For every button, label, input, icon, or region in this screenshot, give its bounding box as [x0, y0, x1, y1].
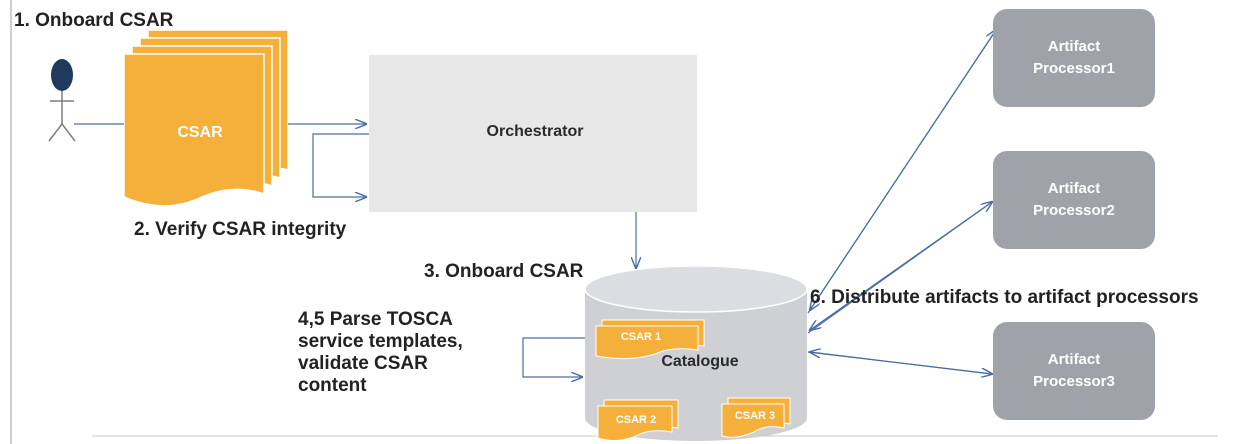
csar-document-icon: [123, 29, 289, 207]
artifact-processor-1-line: Artifact: [1047, 38, 1101, 55]
csar-2-label: CSAR 2: [615, 414, 657, 426]
artifact-processor-1: Artifact Processor1: [993, 9, 1155, 107]
step-4-5-line: validate CSAR: [298, 353, 428, 374]
artifact-processor-3: Artifact Processor3: [993, 322, 1155, 420]
step-1-label: 1. Onboard CSAR: [14, 10, 174, 31]
step-3-label: 3. Onboard CSAR: [424, 261, 584, 282]
step-4-5-line: service templates,: [298, 331, 463, 352]
user-actor-icon: [48, 59, 76, 142]
catalogue-item-csar-1: [595, 319, 705, 360]
csar-1-label: CSAR 1: [620, 331, 662, 343]
artifact-processor-3-line: Artifact: [1047, 351, 1101, 368]
catalogue-label: Catalogue: [661, 353, 739, 370]
flow-arrows: [74, 30, 996, 377]
catalogue-item-csar-3: [721, 397, 791, 438]
csar-3-label: CSAR 3: [734, 410, 776, 422]
orchestrator-box: [369, 55, 697, 212]
orchestrator-label: Orchestrator: [486, 123, 584, 140]
artifact-processor-2: Artifact Processor2: [993, 151, 1155, 249]
catalogue-item-csar-2: [597, 399, 679, 442]
step-4-5-line: 4,5 Parse TOSCA: [298, 309, 453, 330]
artifact-processor-3-line: Processor3: [1033, 373, 1115, 390]
csar-label: CSAR: [177, 124, 223, 141]
artifact-processor-2-line: Processor2: [1033, 202, 1115, 219]
artifact-processor-2-line: Artifact: [1047, 180, 1101, 197]
artifact-processor-1-line: Processor1: [1033, 60, 1115, 77]
step-4-5-line: content: [298, 375, 367, 396]
step-4-5-label: 4,5 Parse TOSCA service templates, valid…: [298, 309, 528, 397]
step-6-label: 6. Distribute artifacts to artifact proc…: [810, 287, 1199, 308]
step-2-label: 2. Verify CSAR integrity: [134, 219, 347, 240]
